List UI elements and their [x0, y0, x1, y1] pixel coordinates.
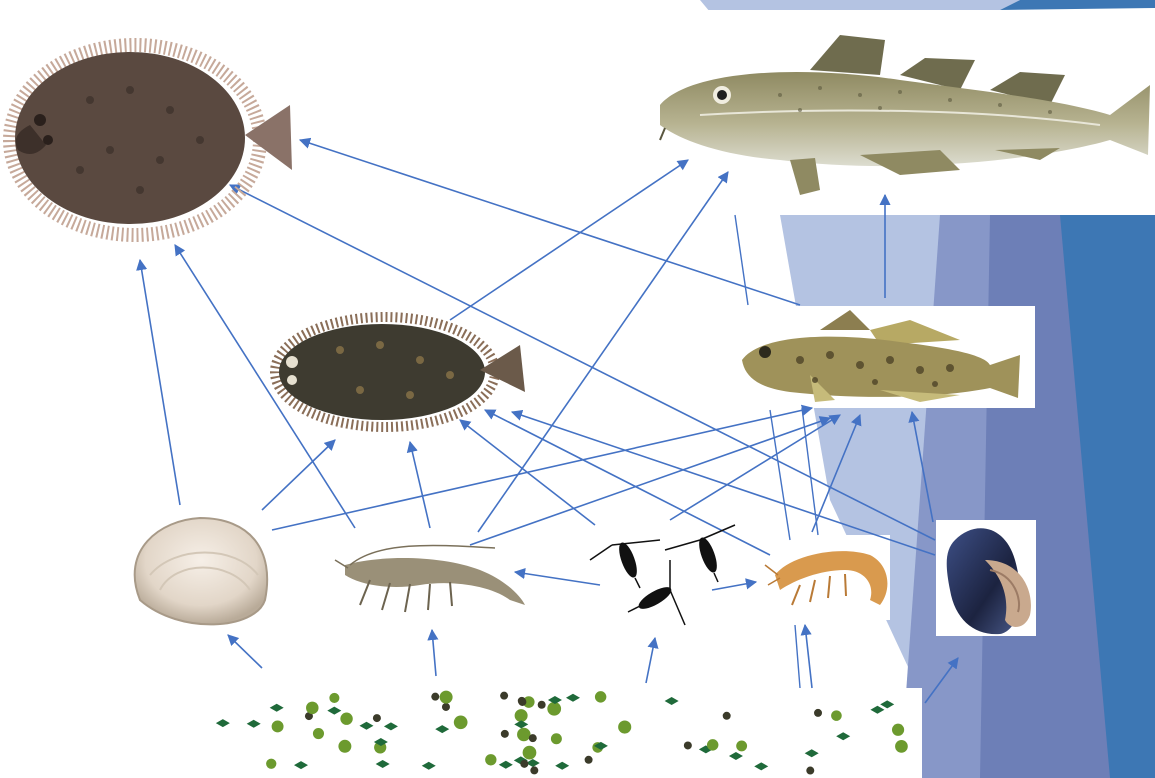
phytoplankton-cell	[340, 713, 352, 725]
connector-line	[735, 215, 748, 305]
arrow-shrimp-to-flounder	[410, 442, 430, 528]
phytoplankton-cell	[538, 701, 546, 709]
phytoplankton-cell	[814, 709, 822, 717]
phytoplankton-cell	[520, 760, 528, 768]
phytoplankton-cell	[831, 710, 842, 721]
arrow-flounder-to-cod	[450, 160, 688, 320]
phytoplankton-cell	[618, 720, 631, 733]
connector-line	[795, 625, 800, 688]
phytoplankton-cell	[313, 728, 324, 739]
phytoplankton-cell	[454, 715, 468, 729]
phytoplankton-cell	[440, 691, 453, 704]
phytoplankton-cell	[485, 754, 496, 765]
phytoplankton-cell	[306, 702, 318, 714]
phytoplankton-cell	[373, 714, 381, 722]
phytoplankton-cell	[523, 746, 537, 760]
phytoplankton-cell	[431, 693, 439, 701]
phytoplankton-cell	[515, 709, 528, 722]
phytoplankton-cell	[595, 691, 606, 702]
phytoplankton-cell	[517, 728, 531, 742]
phytoplankton-cell	[530, 766, 538, 774]
phytoplankton-cell	[500, 692, 508, 700]
arrow-phytoplankton-to-shrimp	[432, 630, 436, 676]
phytoplankton-cell	[723, 712, 731, 720]
band-top-dark	[1000, 0, 1155, 10]
arrow-phytoplankton-to-copepods	[646, 638, 655, 683]
phytoplankton-cell	[892, 724, 904, 736]
phytoplankton-cell	[585, 756, 593, 764]
phytoplankton-cell	[272, 721, 284, 733]
arrow-clam-to-turbot	[140, 260, 180, 505]
phytoplankton-cell	[338, 740, 351, 753]
phytoplankton-cell	[529, 734, 537, 742]
phytoplankton-cell	[707, 739, 718, 750]
connector-line	[802, 408, 818, 535]
phytoplankton-cell	[736, 740, 747, 751]
connector-line	[770, 410, 790, 540]
phytoplankton-cell	[547, 702, 561, 716]
clam-icon	[135, 518, 267, 624]
phytoplankton-cell	[329, 693, 339, 703]
phytoplankton-cell	[806, 767, 814, 775]
phytoplankton-cell	[266, 759, 276, 769]
phytoplankton-cell	[518, 697, 526, 705]
phytoplankton-cell	[684, 741, 692, 749]
phytoplankton-cell	[551, 733, 562, 744]
phytoplankton-cell	[501, 730, 509, 738]
arrow-phytoplankton-to-amphipod	[805, 625, 812, 688]
phytoplankton-cell	[442, 703, 450, 711]
phytoplankton-cell	[895, 740, 908, 753]
